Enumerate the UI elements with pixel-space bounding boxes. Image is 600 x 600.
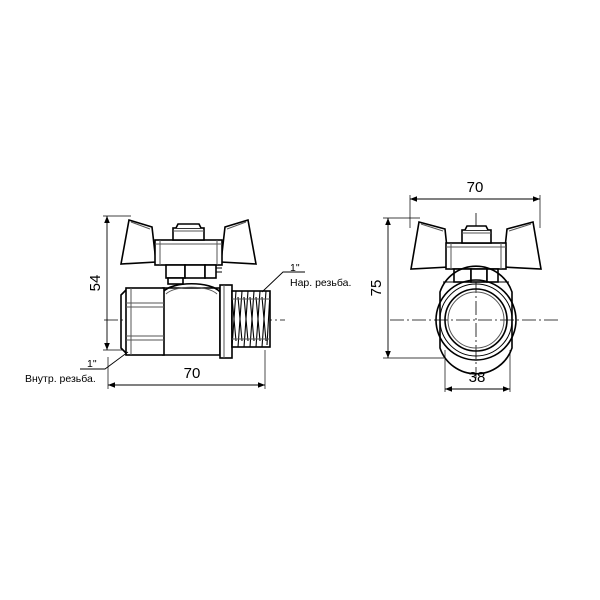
body-bore-inner-circle: [447, 291, 505, 349]
handle-left-wing-crease: [130, 221, 151, 230]
front-handle-right-wing-crease: [508, 223, 532, 232]
front-stem-hex-nut: [461, 229, 492, 244]
thread-root-6: [261, 296, 267, 342]
valve-body: [120, 283, 271, 359]
handle-left-wing: [120, 218, 157, 265]
male-thread-spigot: [231, 290, 271, 348]
dim-54-arrow-top: [104, 216, 110, 223]
thread-root-2: [237, 296, 243, 342]
dim-70-side-value: 70: [184, 365, 201, 382]
dim-70-front-arrow-left: [410, 196, 417, 202]
dim-54-value: 54: [87, 275, 104, 292]
front-handle-left-wing-crease: [420, 223, 444, 232]
dim-75-arrow-top: [385, 218, 391, 225]
front-stem-hex-nut-cap: [464, 225, 489, 231]
front-butterfly-handle: [410, 220, 542, 270]
stem-collar-center: [184, 264, 206, 279]
butterfly-handle: [120, 218, 257, 266]
dim-38-arrow-right: [503, 386, 510, 392]
handle-right-wing: [220, 218, 257, 265]
thread-root-1: [231, 296, 237, 342]
stem-shoulder: [167, 277, 184, 285]
callout-female-leader: [80, 351, 129, 370]
stem-assembly: [165, 264, 222, 285]
thread-root-3: [243, 296, 249, 342]
body-outer-hex-profile: [439, 265, 513, 375]
dim-75-arrow-bottom: [385, 351, 391, 358]
stem-hex-nut: [172, 227, 205, 241]
dim-70-side-arrow-right: [258, 382, 265, 388]
female-hex-end: [125, 287, 165, 356]
dim-38-arrow-left: [445, 386, 452, 392]
front-stem-collar-right: [486, 268, 499, 283]
body-bore-circle: [444, 288, 508, 352]
front-handle-right-wing: [502, 220, 542, 270]
dim-70-front-arrow-right: [533, 196, 540, 202]
callout-male-leader: [261, 271, 305, 293]
front-elevation-view: 70 75 38: [368, 179, 560, 392]
side-elevation-view: 54 70 1" Внутр. резьба. 1" Нар.: [25, 215, 351, 389]
callout-male-size: 1": [290, 262, 300, 274]
dim-38-value: 38: [469, 369, 486, 386]
stem-collar-left: [165, 264, 186, 279]
stem-hex-nut-cap: [175, 223, 202, 229]
front-handle-left-wing: [410, 220, 450, 270]
callout-female-thread: 1" Внутр. резьба.: [25, 351, 129, 385]
body-dome-top: [162, 283, 221, 293]
callout-male-thread: 1" Нар. резьба.: [261, 262, 351, 293]
dim-70-front-value: 70: [467, 179, 484, 196]
body-mid-circle: [439, 283, 513, 357]
dimension-70-side: 70: [107, 350, 266, 389]
body-main-block: [162, 287, 221, 356]
thread-root-5: [255, 296, 261, 342]
body-flange: [219, 284, 233, 359]
female-hex-chamfer: [120, 289, 127, 354]
dimension-38: 38: [444, 350, 511, 392]
callout-male-note: Нар. резьба.: [290, 277, 351, 289]
dim-54-arrow-bottom: [104, 343, 110, 350]
dimension-70-front: 70: [409, 179, 541, 228]
dim-70-side-arrow-left: [108, 382, 115, 388]
callout-female-note: Внутр. резьба.: [25, 373, 96, 385]
thread-crest-7: [266, 292, 271, 346]
thread-root-4: [249, 296, 255, 342]
front-stem-assembly: [443, 268, 509, 283]
stem-collar-right: [204, 264, 217, 279]
dim-75-value: 75: [368, 280, 385, 297]
body-outer-circle: [435, 279, 517, 361]
front-body-circles: [435, 265, 517, 375]
dimension-54: 54: [87, 215, 131, 351]
handle-right-wing-crease: [226, 221, 247, 230]
callout-female-size: 1": [87, 358, 97, 370]
body-dome-inner: [165, 286, 218, 295]
dimension-75: 75: [368, 217, 444, 359]
